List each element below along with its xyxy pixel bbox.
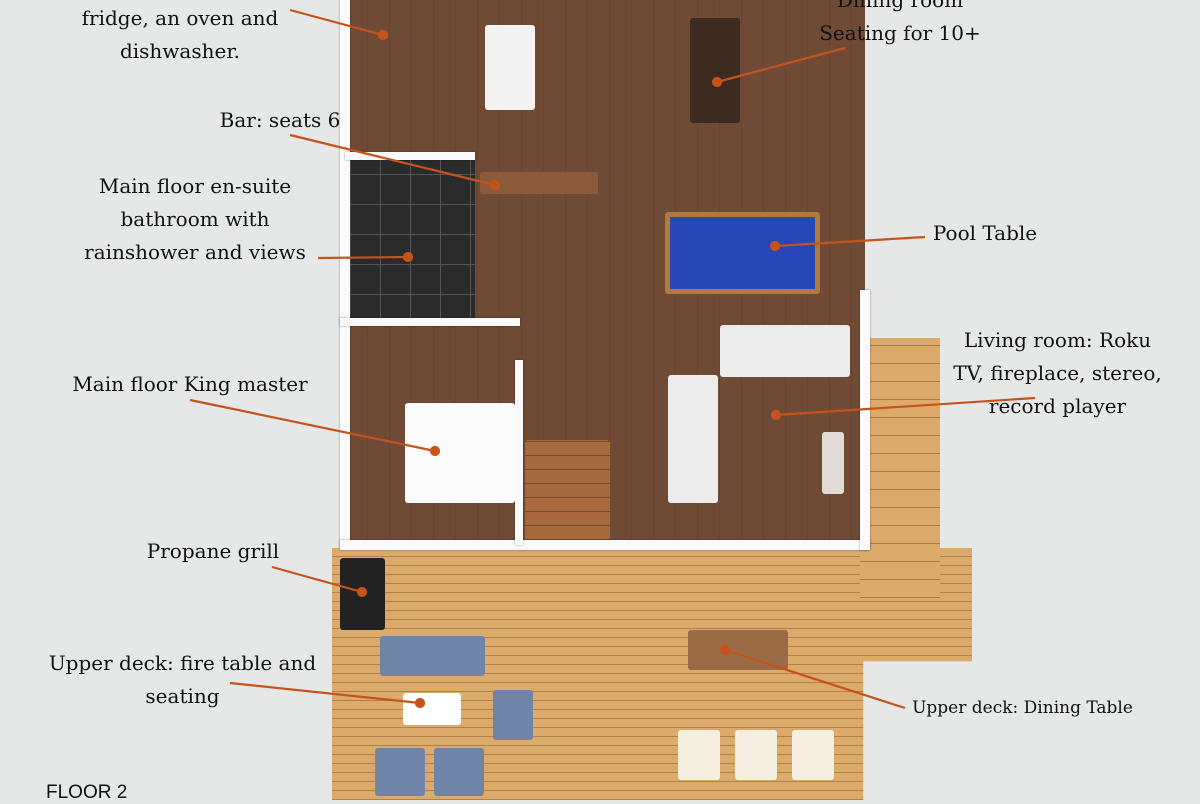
leader-line-kitchen	[289, 8, 384, 37]
wall	[340, 540, 870, 550]
lounge-chair	[792, 730, 834, 780]
lounge-chair	[678, 730, 720, 780]
stairs	[525, 440, 610, 540]
label-line: rainshower and views	[84, 240, 306, 264]
sofa	[668, 375, 718, 503]
label-ensuite: Main floor en-suite bathroom with rainsh…	[65, 170, 325, 269]
label-pool-table: Pool Table	[932, 221, 1038, 245]
label-line: record player	[988, 394, 1127, 418]
label-line: Main floor en-suite	[98, 174, 292, 198]
deck-chair	[375, 748, 425, 796]
leader-line-pool	[774, 235, 926, 248]
lounge-chair	[735, 730, 777, 780]
deck-chair	[434, 748, 484, 796]
label-bar: Bar: seats 6	[219, 108, 341, 132]
kitchen-island	[485, 25, 535, 110]
label-line: seating	[145, 684, 220, 708]
king-bed	[405, 403, 515, 503]
label-deck-dining: Upper deck: Dining Table	[912, 698, 1133, 718]
leader-line-dining	[716, 46, 846, 84]
leader-line-fire-table	[229, 681, 421, 705]
leader-line-master	[189, 398, 436, 453]
label-line: Seating for 10+	[819, 21, 981, 45]
deck-sofa	[380, 636, 485, 676]
pool-table	[665, 212, 820, 294]
wall	[340, 0, 350, 548]
deck-chair	[493, 690, 533, 740]
label-line: Living room: Roku	[963, 328, 1152, 352]
leader-line-deck-dining	[724, 648, 906, 710]
wall	[345, 152, 475, 160]
bar-counter	[480, 172, 598, 194]
label-line: TV, fireplace, stereo,	[953, 361, 1162, 385]
label-master: Main floor King master	[72, 372, 308, 396]
wall	[515, 360, 523, 545]
wall	[340, 318, 520, 326]
leader-line-living	[775, 396, 1036, 417]
label-line: Upper deck: fire table and	[48, 651, 317, 675]
deck-dining-table	[688, 630, 788, 670]
label-line: bathroom with	[120, 207, 270, 231]
leader-line-ensuite	[317, 255, 409, 260]
label-line: dishwasher.	[119, 39, 241, 63]
fire-table	[403, 693, 461, 725]
label-living: Living room: Roku TV, fireplace, stereo,…	[940, 324, 1175, 423]
wall	[860, 290, 870, 550]
label-fire-table: Upper deck: fire table and seating	[40, 647, 325, 713]
fireplace	[822, 432, 844, 494]
side-stairs	[860, 338, 940, 598]
label-grill: Propane grill	[146, 539, 280, 563]
floor-label: FLOOR 2	[46, 782, 128, 803]
label-line: fridge, an oven and	[81, 6, 279, 30]
leader-line-bar	[289, 133, 496, 187]
bathroom-tiles	[350, 160, 475, 325]
dining-table	[690, 18, 740, 123]
label-dining: Dining room Seating for 10+	[810, 0, 990, 50]
leader-line-grill	[271, 565, 363, 594]
label-kitchen: fridge, an oven and dishwasher.	[60, 2, 300, 68]
label-line: Dining room	[836, 0, 964, 12]
sofa	[720, 325, 850, 377]
